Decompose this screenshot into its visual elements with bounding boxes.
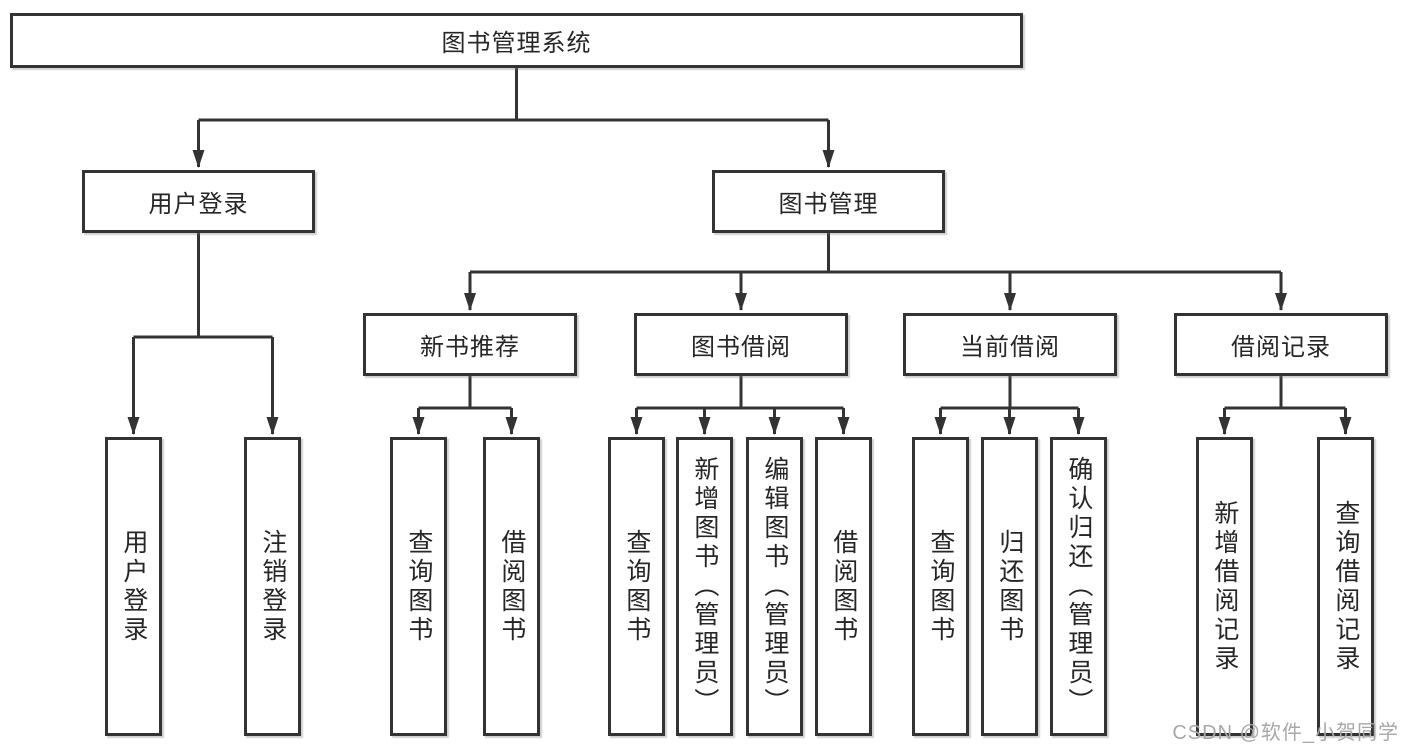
leaf-records-add-record: 新增借阅记录	[1196, 437, 1253, 736]
node-user-login: 用户登录	[82, 170, 315, 233]
leaf-current-confirm-return-admin-label: 确认归还（管理员）	[1064, 456, 1093, 717]
node-root-label: 图书管理系统	[441, 30, 592, 57]
node-book-borrow: 图书借阅	[634, 313, 848, 376]
leaf-user-login: 用户登录	[105, 437, 162, 736]
connector-current-borrow	[934, 376, 1085, 435]
leaf-records-query-record-label: 查询借阅记录	[1331, 499, 1360, 674]
node-book-mgmt: 图书管理	[712, 170, 945, 233]
leaf-recommend-query-books: 查询图书	[390, 437, 447, 736]
node-book-mgmt-label: 图书管理	[778, 191, 879, 218]
leaf-current-query-books-label: 查询图书	[926, 528, 955, 645]
leaf-logout-login-label: 注销登录	[258, 528, 287, 645]
leaf-borrow-query-books: 查询图书	[608, 437, 665, 736]
leaf-recommend-borrow-books-label: 借阅图书	[497, 528, 526, 645]
leaf-current-confirm-return-admin: 确认归还（管理员）	[1050, 437, 1107, 736]
connector-new-book-rec	[412, 376, 518, 435]
leaf-borrow-borrow-books-label: 借阅图书	[829, 528, 858, 645]
leaf-logout-login: 注销登录	[244, 437, 301, 736]
node-new-book-recommend: 新书推荐	[363, 313, 577, 376]
leaf-records-add-record-label: 新增借阅记录	[1210, 499, 1239, 674]
leaf-records-query-record: 查询借阅记录	[1317, 437, 1374, 736]
leaf-current-query-books: 查询图书	[912, 437, 969, 736]
leaf-recommend-borrow-books: 借阅图书	[483, 437, 540, 736]
node-root: 图书管理系统	[10, 13, 1023, 68]
node-user-login-label: 用户登录	[148, 191, 249, 218]
leaf-borrow-edit-books-admin: 编辑图书（管理员）	[746, 437, 803, 736]
leaf-user-login-label: 用户登录	[119, 528, 148, 645]
node-borrow-records-label: 借阅记录	[1231, 334, 1331, 361]
csdn-watermark: CSDN @软件_小贺同学	[1172, 722, 1399, 744]
connector-root	[192, 68, 835, 168]
leaf-borrow-borrow-books: 借阅图书	[815, 437, 872, 736]
node-borrow-records: 借阅记录	[1174, 313, 1388, 376]
node-new-book-recommend-label: 新书推荐	[420, 334, 520, 361]
connector-book-borrow	[630, 376, 850, 435]
node-current-borrow-label: 当前借阅	[960, 334, 1060, 361]
leaf-borrow-query-books-label: 查询图书	[622, 528, 651, 645]
connector-user-login	[127, 233, 279, 435]
leaf-current-return-books: 归还图书	[981, 437, 1038, 736]
connector-borrow-records	[1218, 376, 1352, 435]
connector-book-mgmt	[464, 233, 1287, 311]
node-book-borrow-label: 图书借阅	[691, 334, 791, 361]
leaf-borrow-add-books-admin: 新增图书（管理员）	[676, 437, 733, 736]
leaf-recommend-query-books-label: 查询图书	[404, 528, 433, 645]
leaf-borrow-add-books-admin-label: 新增图书（管理员）	[690, 456, 719, 717]
node-current-borrow: 当前借阅	[903, 313, 1117, 376]
leaf-current-return-books-label: 归还图书	[995, 528, 1024, 645]
leaf-borrow-edit-books-admin-label: 编辑图书（管理员）	[760, 456, 789, 717]
